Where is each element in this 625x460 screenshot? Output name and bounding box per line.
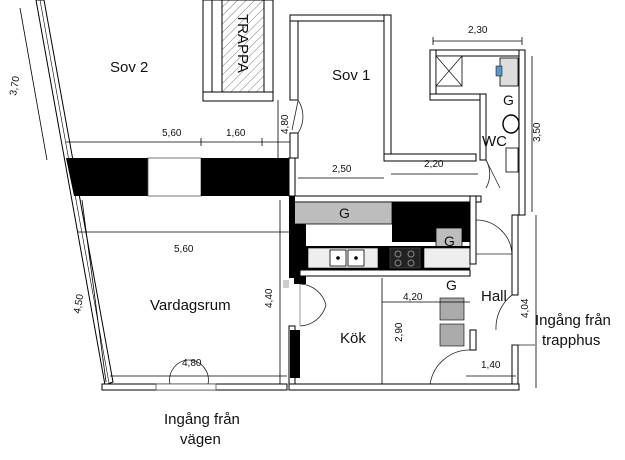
street-entrance-label-line2: vägen (180, 431, 221, 448)
dim-5-60-mid: 5,60 (174, 244, 194, 255)
kitchen-counter (299, 246, 471, 277)
dim-4-04: 4,04 (520, 298, 531, 318)
dim-2-30: 2,30 (468, 25, 488, 36)
room-label-vardagsrum: Vardagsrum (150, 297, 231, 314)
dim-3-70: 3,70 (8, 75, 22, 97)
bottom-exterior-wall (101, 359, 520, 391)
street-entrance-label-line1: Ingång från (164, 411, 240, 428)
dim-4-80-bottom: 4,80 (182, 358, 202, 369)
dim-2-50: 2,50 (332, 164, 352, 175)
dim-4-50: 4,50 (72, 293, 86, 315)
fridge-marker: G (444, 233, 455, 249)
living-kitchen-wall (283, 196, 327, 385)
stair-label: TRAPPA (234, 14, 251, 73)
dim-4-80-vertical: 4,80 (280, 114, 291, 134)
bathroom: G WC (429, 49, 526, 216)
dim-2-90: 2,90 (394, 322, 405, 342)
dim-4-40: 4,40 (264, 288, 275, 308)
hall-appliance-marker: G (446, 277, 457, 293)
dim-2-20: 2,20 (424, 159, 444, 170)
dim-1-40: 1,40 (481, 360, 501, 371)
dim-3-50: 3,50 (532, 122, 543, 142)
bedroom1-walls (289, 14, 477, 162)
wc-appliance-marker: G (503, 92, 514, 108)
dimension-lines: 2,30 3,70 5,60 1,60 4,80 3,50 2,50 2,20 … (8, 7, 543, 388)
staircase: TRAPPA (202, 0, 274, 102)
wc-label: WC (482, 133, 507, 150)
dim-1-60: 1,60 (226, 128, 246, 139)
stair-entrance-label-line1: Ingång från (535, 312, 611, 329)
room-label-sov2: Sov 2 (110, 59, 148, 76)
room-label-sov1: Sov 1 (332, 67, 370, 84)
bedroom2-living-wall (66, 157, 296, 197)
closet-marker: G (339, 205, 350, 221)
room-label-kok: Kök (340, 330, 366, 347)
hall-walls: G (429, 195, 535, 390)
stair-entrance-label-line2: trapphus (542, 332, 600, 349)
dim-4-20: 4,20 (403, 292, 423, 303)
dim-5-60-top: 5,60 (162, 128, 182, 139)
room-label-hall: Hall (481, 288, 507, 305)
